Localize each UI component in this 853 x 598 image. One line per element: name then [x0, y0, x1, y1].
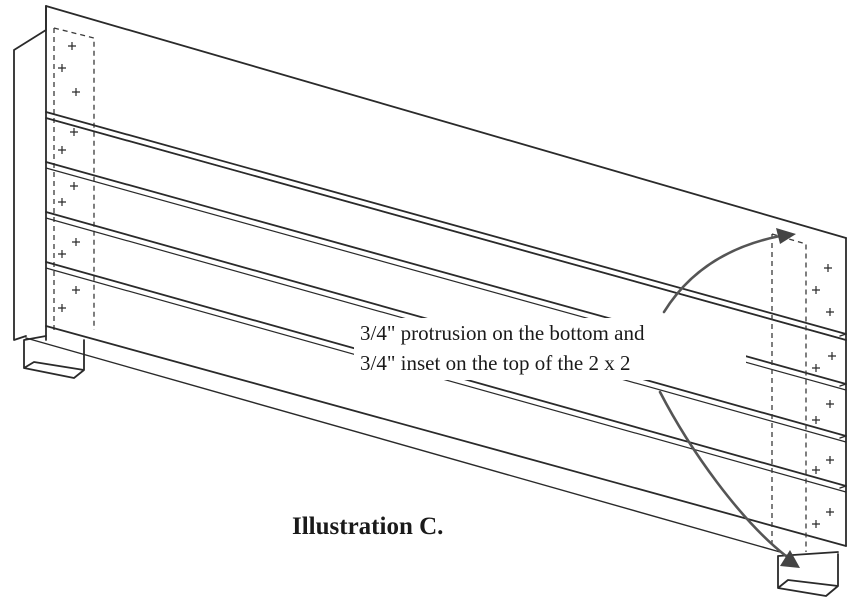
board-5-underside	[25, 337, 781, 553]
annotation-line-2: 3/4" inset on the top of the 2 x 2	[360, 351, 630, 375]
screw-mark	[58, 250, 66, 258]
screw-mark	[826, 508, 834, 516]
screw-mark	[812, 286, 820, 294]
arrow-up-curve	[662, 234, 782, 314]
arrow-to-bottom-protrusion	[658, 390, 800, 568]
screw-mark	[70, 182, 78, 190]
screw-mark	[68, 42, 76, 50]
screw-mark	[826, 456, 834, 464]
figure-caption: Illustration C.	[292, 513, 443, 540]
screw-mark	[812, 520, 820, 528]
arrow-down-curve	[658, 390, 788, 558]
screw-mark	[812, 364, 820, 372]
left-post	[13, 5, 847, 341]
board-5-bottom-edge	[45, 325, 847, 547]
screw-mark	[812, 416, 820, 424]
screw-mark	[58, 304, 66, 312]
left-post-hidden-outline	[53, 27, 95, 330]
screw-mark	[72, 286, 80, 294]
screw-mark	[824, 264, 832, 272]
screw-mark	[826, 308, 834, 316]
arrow-to-top-inset	[662, 228, 796, 314]
panel-top-edge	[45, 5, 847, 239]
right-post-hidden-outline	[771, 233, 807, 552]
screw-mark	[828, 352, 836, 360]
board-2-top-edge	[45, 117, 847, 341]
screw-marks-left	[58, 42, 80, 312]
board-5	[25, 325, 847, 553]
arrow-up-head	[776, 228, 796, 244]
screw-mark	[826, 400, 834, 408]
right-board-ends	[839, 333, 847, 489]
arrow-down-head	[780, 550, 800, 568]
screw-mark	[58, 198, 66, 206]
screw-mark	[58, 64, 66, 72]
screw-marks-right	[812, 264, 836, 528]
left-foot	[23, 335, 85, 379]
annotation-background	[354, 318, 746, 380]
annotation-line-1: 3/4" protrusion on the bottom and	[360, 321, 645, 345]
board-1-bottom-edge	[45, 111, 847, 335]
screw-mark	[72, 88, 80, 96]
screw-mark	[812, 466, 820, 474]
screw-mark	[58, 146, 66, 154]
screw-mark	[72, 238, 80, 246]
left-post-side-face	[13, 5, 47, 341]
screw-mark	[70, 128, 78, 136]
left-board-ends	[45, 111, 55, 265]
left-foot-outline	[23, 335, 85, 379]
right-post	[771, 233, 847, 552]
